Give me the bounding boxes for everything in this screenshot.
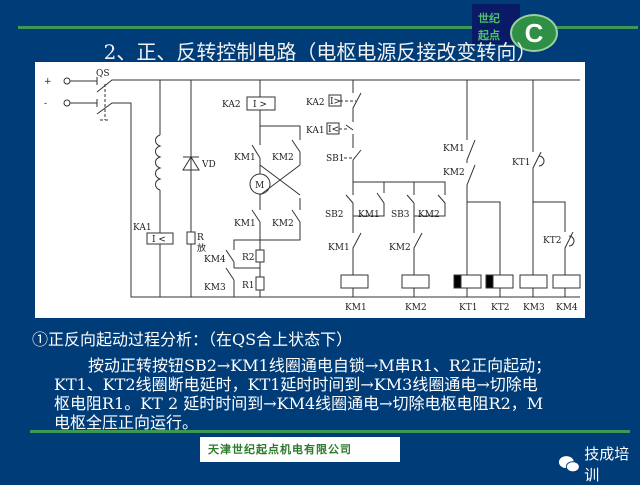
ctrl-ka2-box: I> (330, 97, 341, 107)
analysis-line: KT1、KT2线圈断电延时，KT1延时时间到→KM3线圈通电→切除电 (54, 375, 538, 394)
coil-label: KM3 (523, 303, 545, 313)
qs-label: QS (96, 69, 110, 79)
ka2-label: KA2 (222, 100, 241, 110)
sb2-label: SB2 (325, 210, 344, 220)
km1-hold-label: KM1 (358, 210, 380, 220)
ctrl-ka1-label: KA1 (306, 126, 325, 136)
km4-label: KM4 (204, 255, 226, 265)
coil-label: KM4 (556, 303, 578, 313)
r-sub-label: 放 (197, 242, 206, 254)
analysis-line: 电枢全压正向运行。 (54, 413, 199, 432)
minus-label: - (44, 99, 47, 109)
km2-nc-label: KM2 (389, 243, 411, 253)
analysis-line: 按动正转按钮SB2→KM1线圈通电自锁→M串R1、R2正向起动； (88, 356, 552, 375)
logo-badge: C (510, 14, 558, 52)
km1-nc-label: KM1 (328, 243, 350, 253)
km1-bot-label: KM1 (234, 219, 256, 229)
logo-text: 起点 (478, 29, 500, 42)
coil-label: KT2 (491, 303, 509, 313)
motor-label: M (255, 181, 264, 191)
km2-hold-label: KM2 (418, 210, 440, 220)
ctrl-ka1-box: I< (328, 125, 339, 135)
company-name: 天津世纪起点机电有限公司 (200, 437, 400, 462)
ka1-box-label: I < (152, 235, 166, 245)
km2-bot-label: KM2 (272, 219, 294, 229)
bottom-divider (30, 430, 630, 433)
sb3-label: SB3 (391, 210, 410, 220)
km2-top-label: KM2 (272, 153, 294, 163)
kt-km1-label: KM1 (443, 144, 465, 154)
ka2-box-label: I > (253, 100, 267, 110)
r2-label: R2 (242, 253, 255, 263)
coil-km1 (340, 274, 369, 289)
kt2-contact-label: KT2 (543, 236, 561, 246)
logo-text: 世纪 (478, 12, 500, 25)
vd-label: VD (201, 160, 216, 170)
km1-top-label: KM1 (234, 153, 256, 163)
coil-km3 (519, 274, 548, 289)
r-label: R (197, 233, 204, 243)
slide-title: 2、正、反转控制电路（电枢电源反接改变转向） (103, 40, 537, 64)
analysis-line: 枢电阻R1。KT 2 延时时间到→KM4线圈通电→切除电枢电阻R2，M (54, 394, 544, 413)
top-divider (18, 26, 638, 29)
coil-km2 (401, 274, 430, 289)
wechat-icon (558, 456, 580, 473)
circuit-diagram: + - QS KA1 I < VD R 放 KA2 I > M KM1 KM2 … (35, 62, 585, 318)
r1-label: R1 (242, 281, 255, 291)
wechat-watermark: 技成培训 (558, 443, 640, 485)
analysis-heading: ①正反向起动过程分析：（在QS合上状态下） (32, 330, 353, 349)
ka1-label: KA1 (133, 223, 152, 233)
kt-km2-label: KM2 (443, 168, 465, 178)
kt1-contact-label: KT1 (512, 158, 530, 168)
km3-label: KM3 (204, 283, 226, 293)
ctrl-ka2-label: KA2 (306, 98, 325, 108)
wechat-label: 技成培训 (584, 445, 630, 484)
coil-label: KM2 (405, 303, 427, 313)
coil-label: KM1 (345, 303, 367, 313)
plus-label: + (44, 77, 52, 87)
coil-km4 (552, 274, 581, 289)
sb1-label: SB1 (326, 154, 345, 164)
coil-label: KT1 (459, 303, 477, 313)
